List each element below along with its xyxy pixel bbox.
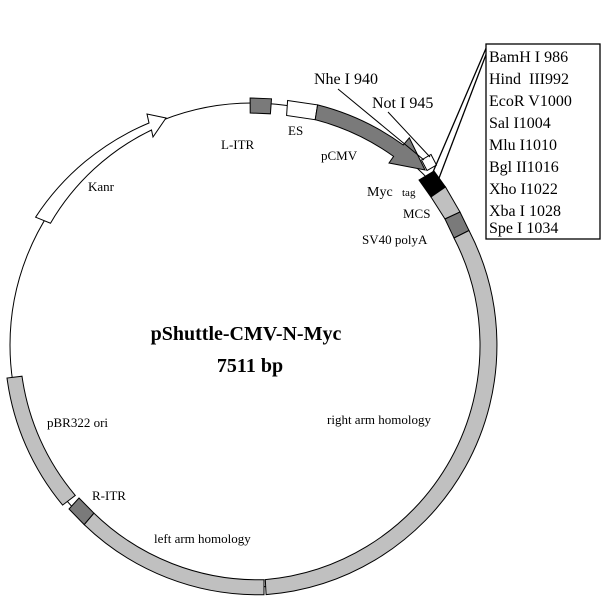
pbr322-label: pBR322 ori: [47, 415, 108, 430]
mcs-site-xba: Xba I 1028: [489, 203, 561, 220]
pcmv-label: pCMV: [321, 148, 358, 163]
kanr-label: Kanr: [88, 179, 115, 194]
es-segment: [286, 99, 319, 121]
sv40-label: SV40 polyA: [362, 232, 428, 247]
plasmid-size: 7511 bp: [217, 355, 283, 377]
mcs-leader-top: [429, 45, 488, 180]
nhe-leader: [337, 88, 425, 161]
mcs-site-box: [485, 43, 601, 240]
mcs-site-hind: Hind III992: [489, 71, 569, 88]
mcs-site-mlu: Mlu I1010: [489, 137, 557, 154]
mcs-label: MCS: [403, 206, 430, 221]
kanr-arrow: [34, 113, 167, 224]
left-arm-label: left arm homology: [154, 531, 251, 546]
l-itr-label: L-ITR: [221, 137, 255, 152]
mcs-site-spe: Spe I 1034: [489, 220, 558, 237]
mcs-leader-bottom: [435, 51, 488, 187]
right-arm-label: right arm homology: [327, 412, 431, 427]
mcs-site-bgl: Bgl II1016: [489, 159, 559, 176]
tag-label: tag: [402, 187, 416, 199]
pbr322-segment: [6, 375, 77, 506]
pcmv-arrow: [314, 104, 426, 171]
mcs-site-list: BamH I 986 Hind III992 EcoR V1000 Sal I1…: [489, 49, 572, 237]
r-itr-label: R-ITR: [92, 488, 126, 503]
not-leader: [387, 111, 431, 158]
mcs-site-xho: Xho I1022: [489, 181, 558, 198]
plasmid-name: pShuttle-CMV-N-Myc: [151, 323, 342, 345]
left-arm-segment: [83, 512, 265, 596]
mcs-site-bamh: BamH I 986: [489, 49, 568, 66]
nhe-site-label: Nhe I 940: [314, 71, 378, 88]
es-label: ES: [288, 123, 303, 138]
l-itr-segment: [249, 97, 273, 115]
not-site-label: Not I 945: [372, 95, 433, 112]
r-itr-segment: [68, 497, 95, 526]
myc-label: Myc: [367, 185, 393, 200]
mcs-site-ecor: EcoR V1000: [489, 93, 572, 110]
mcs-site-sal: Sal I1004: [489, 115, 551, 132]
right-arm-segment: [264, 229, 498, 596]
